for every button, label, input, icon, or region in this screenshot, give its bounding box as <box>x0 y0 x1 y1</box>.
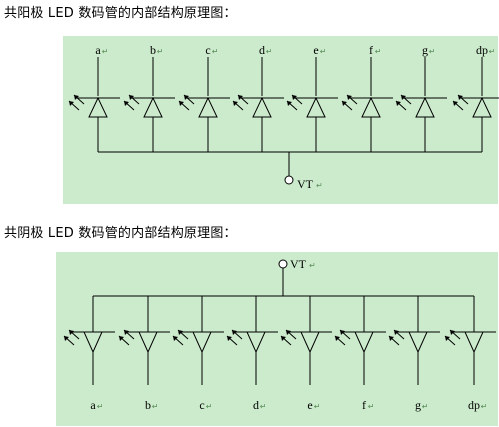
common-anode-title: 共阳极 LED 数码管的内部结构原理图： <box>4 6 237 21</box>
light-arrow-head <box>458 95 463 100</box>
light-arrow-head <box>445 336 450 341</box>
common-label: VT <box>297 177 314 191</box>
light-arrow-head <box>69 101 74 106</box>
edit-mark-icon: ↵ <box>316 181 323 190</box>
light-arrow-head <box>64 336 69 341</box>
segment-label-g: g <box>422 43 428 57</box>
segment-label-d: d <box>253 398 259 412</box>
segment-label-e: e <box>313 43 318 57</box>
edit-mark-icon: ↵ <box>429 47 436 56</box>
common-anode-panel <box>63 36 498 204</box>
segment-label-c: c <box>199 398 204 412</box>
edit-mark-icon: ↵ <box>206 402 213 411</box>
common-terminal <box>278 259 288 269</box>
segment-label-b: b <box>145 398 151 412</box>
edit-mark-icon: ↵ <box>375 47 382 56</box>
light-arrow-head <box>450 330 455 335</box>
light-arrow-head <box>292 95 297 100</box>
light-arrow-head <box>340 330 345 335</box>
light-arrow-head <box>286 330 291 335</box>
edit-mark-icon: ↵ <box>481 402 488 411</box>
edit-mark-icon: ↵ <box>422 402 429 411</box>
light-arrow-head <box>287 101 292 106</box>
segment-label-dp: dp <box>476 43 488 57</box>
light-arrow-head <box>394 330 399 335</box>
edit-mark-icon: ↵ <box>266 47 273 56</box>
light-arrow-head <box>124 101 129 106</box>
segment-label-c: c <box>205 43 210 57</box>
segment-label-a: a <box>95 43 101 57</box>
edit-mark-icon: ↵ <box>314 402 321 411</box>
edit-mark-icon: ↵ <box>97 402 104 411</box>
light-arrow-head <box>281 336 286 341</box>
light-arrow-head <box>453 101 458 106</box>
light-arrow-head <box>173 336 178 341</box>
light-arrow-head <box>389 336 394 341</box>
edit-mark-icon: ↵ <box>212 47 219 56</box>
light-arrow-head <box>69 330 74 335</box>
light-arrow-head <box>347 95 352 100</box>
edit-mark-icon: ↵ <box>260 402 267 411</box>
light-arrow-head <box>227 336 232 341</box>
light-arrow-head <box>335 336 340 341</box>
common-anode-schematic: a↵b↵c↵d↵e↵f↵g↵dp↵VT↵ <box>68 43 499 191</box>
segment-label-b: b <box>150 43 156 57</box>
common-terminal <box>284 175 294 185</box>
common-cathode-schematic: VT↵a↵b↵c↵d↵e↵f↵g↵dp↵ <box>63 257 496 412</box>
light-arrow-head <box>232 330 237 335</box>
light-arrow-head <box>233 101 238 106</box>
edit-mark-icon: ↵ <box>489 47 496 56</box>
segment-label-f: f <box>362 398 366 412</box>
edit-mark-icon: ↵ <box>102 47 109 56</box>
edit-mark-icon: ↵ <box>152 402 159 411</box>
segment-label-g: g <box>415 398 421 412</box>
light-arrow-head <box>74 95 79 100</box>
light-arrow-head <box>179 101 184 106</box>
light-arrow-head <box>342 101 347 106</box>
segment-label-f: f <box>369 43 373 57</box>
segment-label-d: d <box>259 43 265 57</box>
common-cathode-title: 共阴极 LED 数码管的内部结构原理图： <box>4 226 237 241</box>
light-arrow-head <box>119 336 124 341</box>
light-arrow-head <box>184 95 189 100</box>
edit-mark-icon: ↵ <box>320 47 327 56</box>
light-arrow-head <box>129 95 134 100</box>
segment-label-dp: dp <box>468 398 480 412</box>
edit-mark-icon: ↵ <box>368 402 375 411</box>
light-arrow-head <box>238 95 243 100</box>
light-arrow-head <box>124 330 129 335</box>
light-arrow-head <box>401 95 406 100</box>
edit-mark-icon: ↵ <box>309 261 316 270</box>
light-arrow-head <box>396 101 401 106</box>
segment-label-e: e <box>307 398 312 412</box>
light-arrow-head <box>178 330 183 335</box>
edit-mark-icon: ↵ <box>157 47 164 56</box>
segment-label-a: a <box>90 398 96 412</box>
common-label: VT <box>290 257 307 271</box>
